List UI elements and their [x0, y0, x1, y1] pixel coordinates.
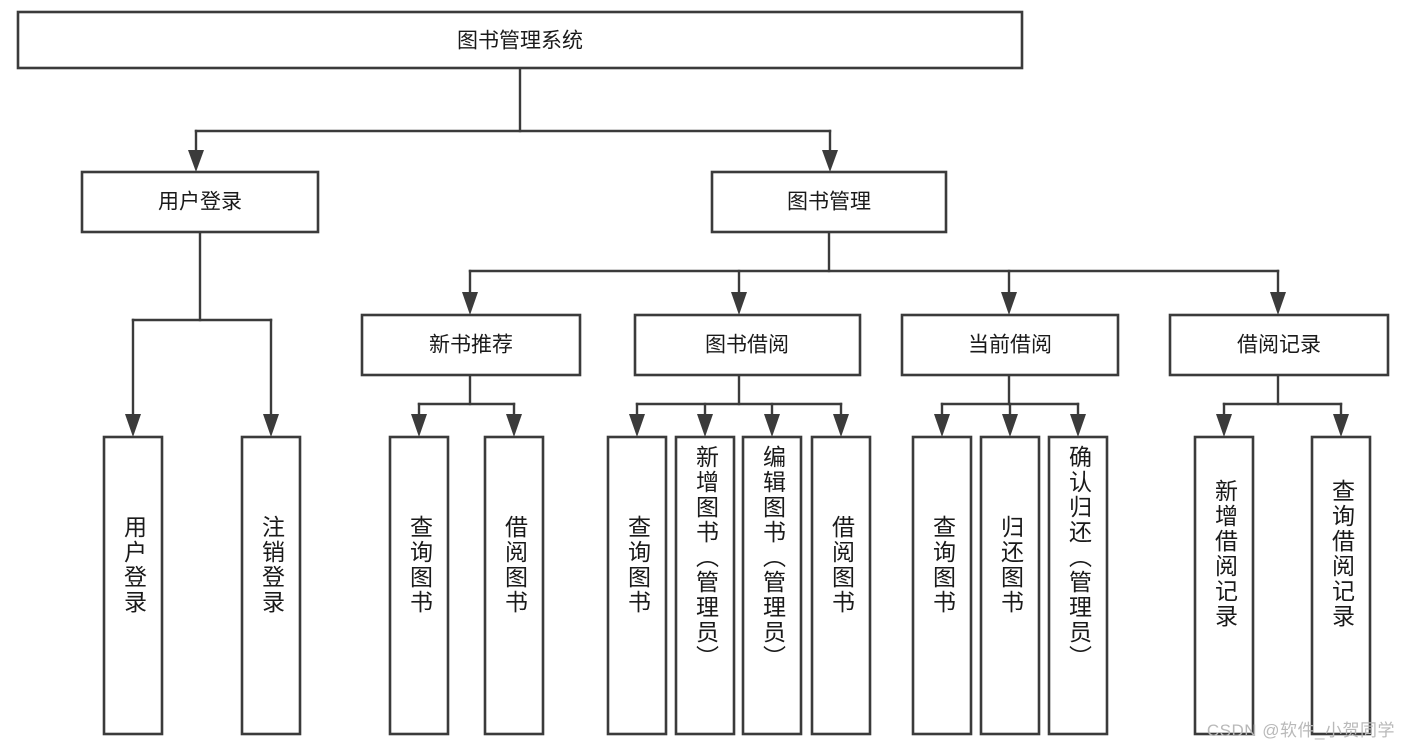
- arrow-head-leaf-user-login: [125, 414, 141, 437]
- leaf-bb-query-book[interactable]: [606, 435, 668, 736]
- label-book-management: 图书管理: [787, 191, 871, 214]
- arrow-head-book-borrow: [731, 292, 747, 315]
- arrow-head-leaf-logout: [263, 414, 279, 437]
- arrow-head-cb-return: [1002, 414, 1018, 437]
- label-borrow-record: 借阅记录: [1237, 334, 1321, 357]
- arrow-head-cb-confirm: [1070, 414, 1086, 437]
- leaf-logout[interactable]: [240, 435, 302, 736]
- node-borrow-record[interactable]: [1168, 313, 1390, 377]
- node-user-login[interactable]: [80, 170, 320, 234]
- arrow-head-bb-add: [697, 414, 713, 437]
- arrow-head-bb-borrow: [833, 414, 849, 437]
- label-user-login: 用户登录: [158, 191, 242, 214]
- node-book-management[interactable]: [710, 170, 948, 234]
- arrow-head-book-manage: [822, 150, 838, 172]
- leaf-nb-borrow-book[interactable]: [483, 435, 545, 736]
- arrow-head-new-book: [462, 292, 478, 315]
- node-new-book-recommend[interactable]: [360, 313, 582, 377]
- leaf-br-query-record[interactable]: [1310, 435, 1372, 736]
- leaf-cb-confirm-return[interactable]: [1047, 435, 1109, 736]
- leaf-user-login[interactable]: [102, 435, 164, 736]
- arrow-head-borrow-record: [1270, 292, 1286, 315]
- arrow-head-bb-query: [629, 414, 645, 437]
- label-new-book-recommend: 新书推荐: [429, 334, 513, 357]
- leaf-cb-return-book[interactable]: [979, 435, 1041, 736]
- horizontal-label-layer: 图书管理系统 用户登录 图书管理 新书推荐 图书借阅 当前借阅 借阅记录: [158, 30, 1321, 357]
- label-book-borrow: 图书借阅: [705, 334, 789, 357]
- leaf-nb-query-book[interactable]: [388, 435, 450, 736]
- leaf-br-add-record[interactable]: [1193, 435, 1255, 736]
- arrow-head-br-query: [1333, 414, 1349, 437]
- leaf-bb-borrow-book[interactable]: [810, 435, 872, 736]
- watermark-text: CSDN @软件_小贺同学: [1206, 721, 1395, 740]
- label-root: 图书管理系统: [457, 30, 583, 53]
- arrow-head-br-add: [1216, 414, 1232, 437]
- leaf-bb-add-book[interactable]: [674, 435, 736, 736]
- node-book-borrow[interactable]: [633, 313, 862, 377]
- arrow-head-bb-edit: [764, 414, 780, 437]
- leaf-bb-edit-book[interactable]: [741, 435, 803, 736]
- connector-layer: [125, 66, 1349, 437]
- node-box-layer: [16, 10, 1390, 736]
- arrow-head-nb-query: [411, 414, 427, 437]
- arrow-head-current-borrow: [1001, 292, 1017, 315]
- node-root[interactable]: [16, 10, 1024, 70]
- arrow-head-nb-borrow: [506, 414, 522, 437]
- label-current-borrow: 当前借阅: [968, 334, 1052, 357]
- leaf-cb-query-book[interactable]: [911, 435, 973, 736]
- node-current-borrow[interactable]: [900, 313, 1120, 377]
- arrow-head-user-login: [188, 150, 204, 172]
- arrow-head-cb-query: [934, 414, 950, 437]
